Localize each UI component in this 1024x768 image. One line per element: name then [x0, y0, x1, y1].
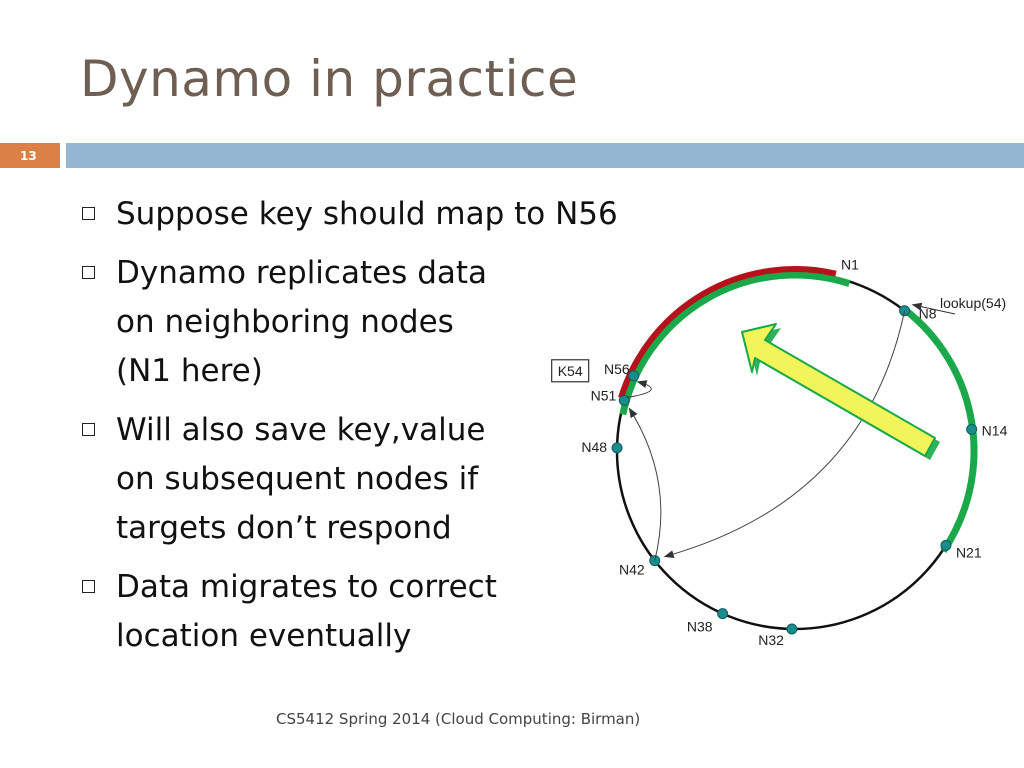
bullet-line: on subsequent nodes if [116, 461, 479, 497]
node-label: N8 [919, 306, 937, 322]
node-label: N38 [687, 619, 713, 635]
checkbox-bullet-icon [82, 423, 95, 436]
bullet-line: Data migrates to correct [116, 569, 497, 605]
bullet-line: targets don’t respond [116, 510, 452, 546]
node-label: N14 [982, 422, 1008, 438]
bullet-line: Suppose key should map to N56 [116, 196, 618, 232]
checkbox-bullet-icon [82, 580, 95, 593]
node-dot [940, 539, 952, 551]
node-dot [611, 442, 623, 454]
replica-arc-green-right [903, 307, 978, 554]
node-dot [786, 623, 798, 635]
node-dot [628, 370, 640, 382]
node-label: N32 [758, 632, 784, 648]
checkbox-bullet-icon [82, 207, 95, 220]
bullet-line: Will also save key,value [116, 412, 486, 448]
node-label: N1 [841, 257, 859, 273]
bullet-item: Data migrates to correct location eventu… [80, 563, 640, 661]
node-label: N56 [604, 361, 630, 377]
node-dot [717, 608, 729, 620]
lookup-label: lookup(54) [940, 295, 1006, 311]
bullet-line: Dynamo replicates data [116, 255, 488, 291]
footer-text: CS5412 Spring 2014 (Cloud Computing: Bir… [276, 710, 641, 728]
node-label: N21 [956, 544, 982, 560]
bullet-item: Dynamo replicates data on neighboring no… [80, 249, 640, 396]
slide-number: 13 [0, 143, 60, 168]
hop-arrow-n42-n51 [628, 407, 662, 561]
node-dot [966, 423, 978, 435]
migration-arrow [741, 323, 936, 457]
replica-arc-red [618, 266, 837, 399]
hop-arrow-n51-n56 [627, 380, 652, 398]
bullet-line: (N1 here) [116, 353, 263, 389]
checkbox-bullet-icon [82, 266, 95, 279]
bullet-item: Will also save key,value on subsequent n… [80, 406, 640, 553]
hop-arrow-n8-n42 [663, 310, 906, 559]
bullet-list: Suppose key should map to N56 Dynamo rep… [80, 190, 640, 671]
key-label: K54 [558, 363, 583, 379]
page-title: Dynamo in practice [80, 50, 579, 108]
node-label: N48 [581, 439, 607, 455]
bullet-item: Suppose key should map to N56 [80, 190, 640, 239]
bullet-line: on neighboring nodes [116, 304, 454, 340]
node-label: N42 [619, 562, 645, 578]
node-label: N51 [591, 387, 617, 403]
node-dot [618, 394, 630, 406]
lookup-arrow [911, 302, 956, 315]
key-box [551, 359, 590, 383]
bullet-line: location eventually [116, 618, 412, 654]
header-bar [66, 143, 1024, 168]
